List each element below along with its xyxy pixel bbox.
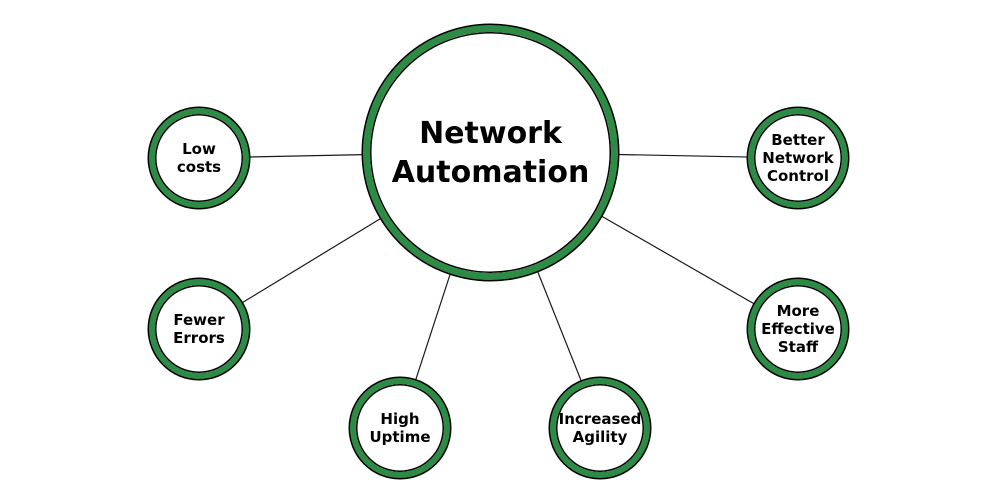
node-increased-agility: Increased Agility bbox=[550, 378, 650, 478]
node-fewer-errors: Fewer Errors bbox=[149, 279, 249, 379]
node-more-effective-staff: More Effective Staff bbox=[748, 279, 848, 379]
central-node-network-automation: Network Automation bbox=[363, 25, 618, 280]
node-label-fewer-errors: Fewer Errors bbox=[173, 311, 225, 347]
node-low-costs: Low costs bbox=[149, 108, 249, 208]
node-label-high-uptime: High Uptime bbox=[369, 410, 431, 446]
node-label-better-network-control: Better Network Control bbox=[762, 131, 834, 185]
node-label-more-effective-staff: More Effective Staff bbox=[761, 302, 835, 356]
node-high-uptime: High Uptime bbox=[350, 378, 450, 478]
central-node-label: Network Automation bbox=[391, 115, 590, 190]
node-label-low-costs: Low costs bbox=[176, 140, 222, 176]
node-label-increased-agility: Increased Agility bbox=[558, 410, 642, 446]
node-better-network-control: Better Network Control bbox=[748, 108, 848, 208]
